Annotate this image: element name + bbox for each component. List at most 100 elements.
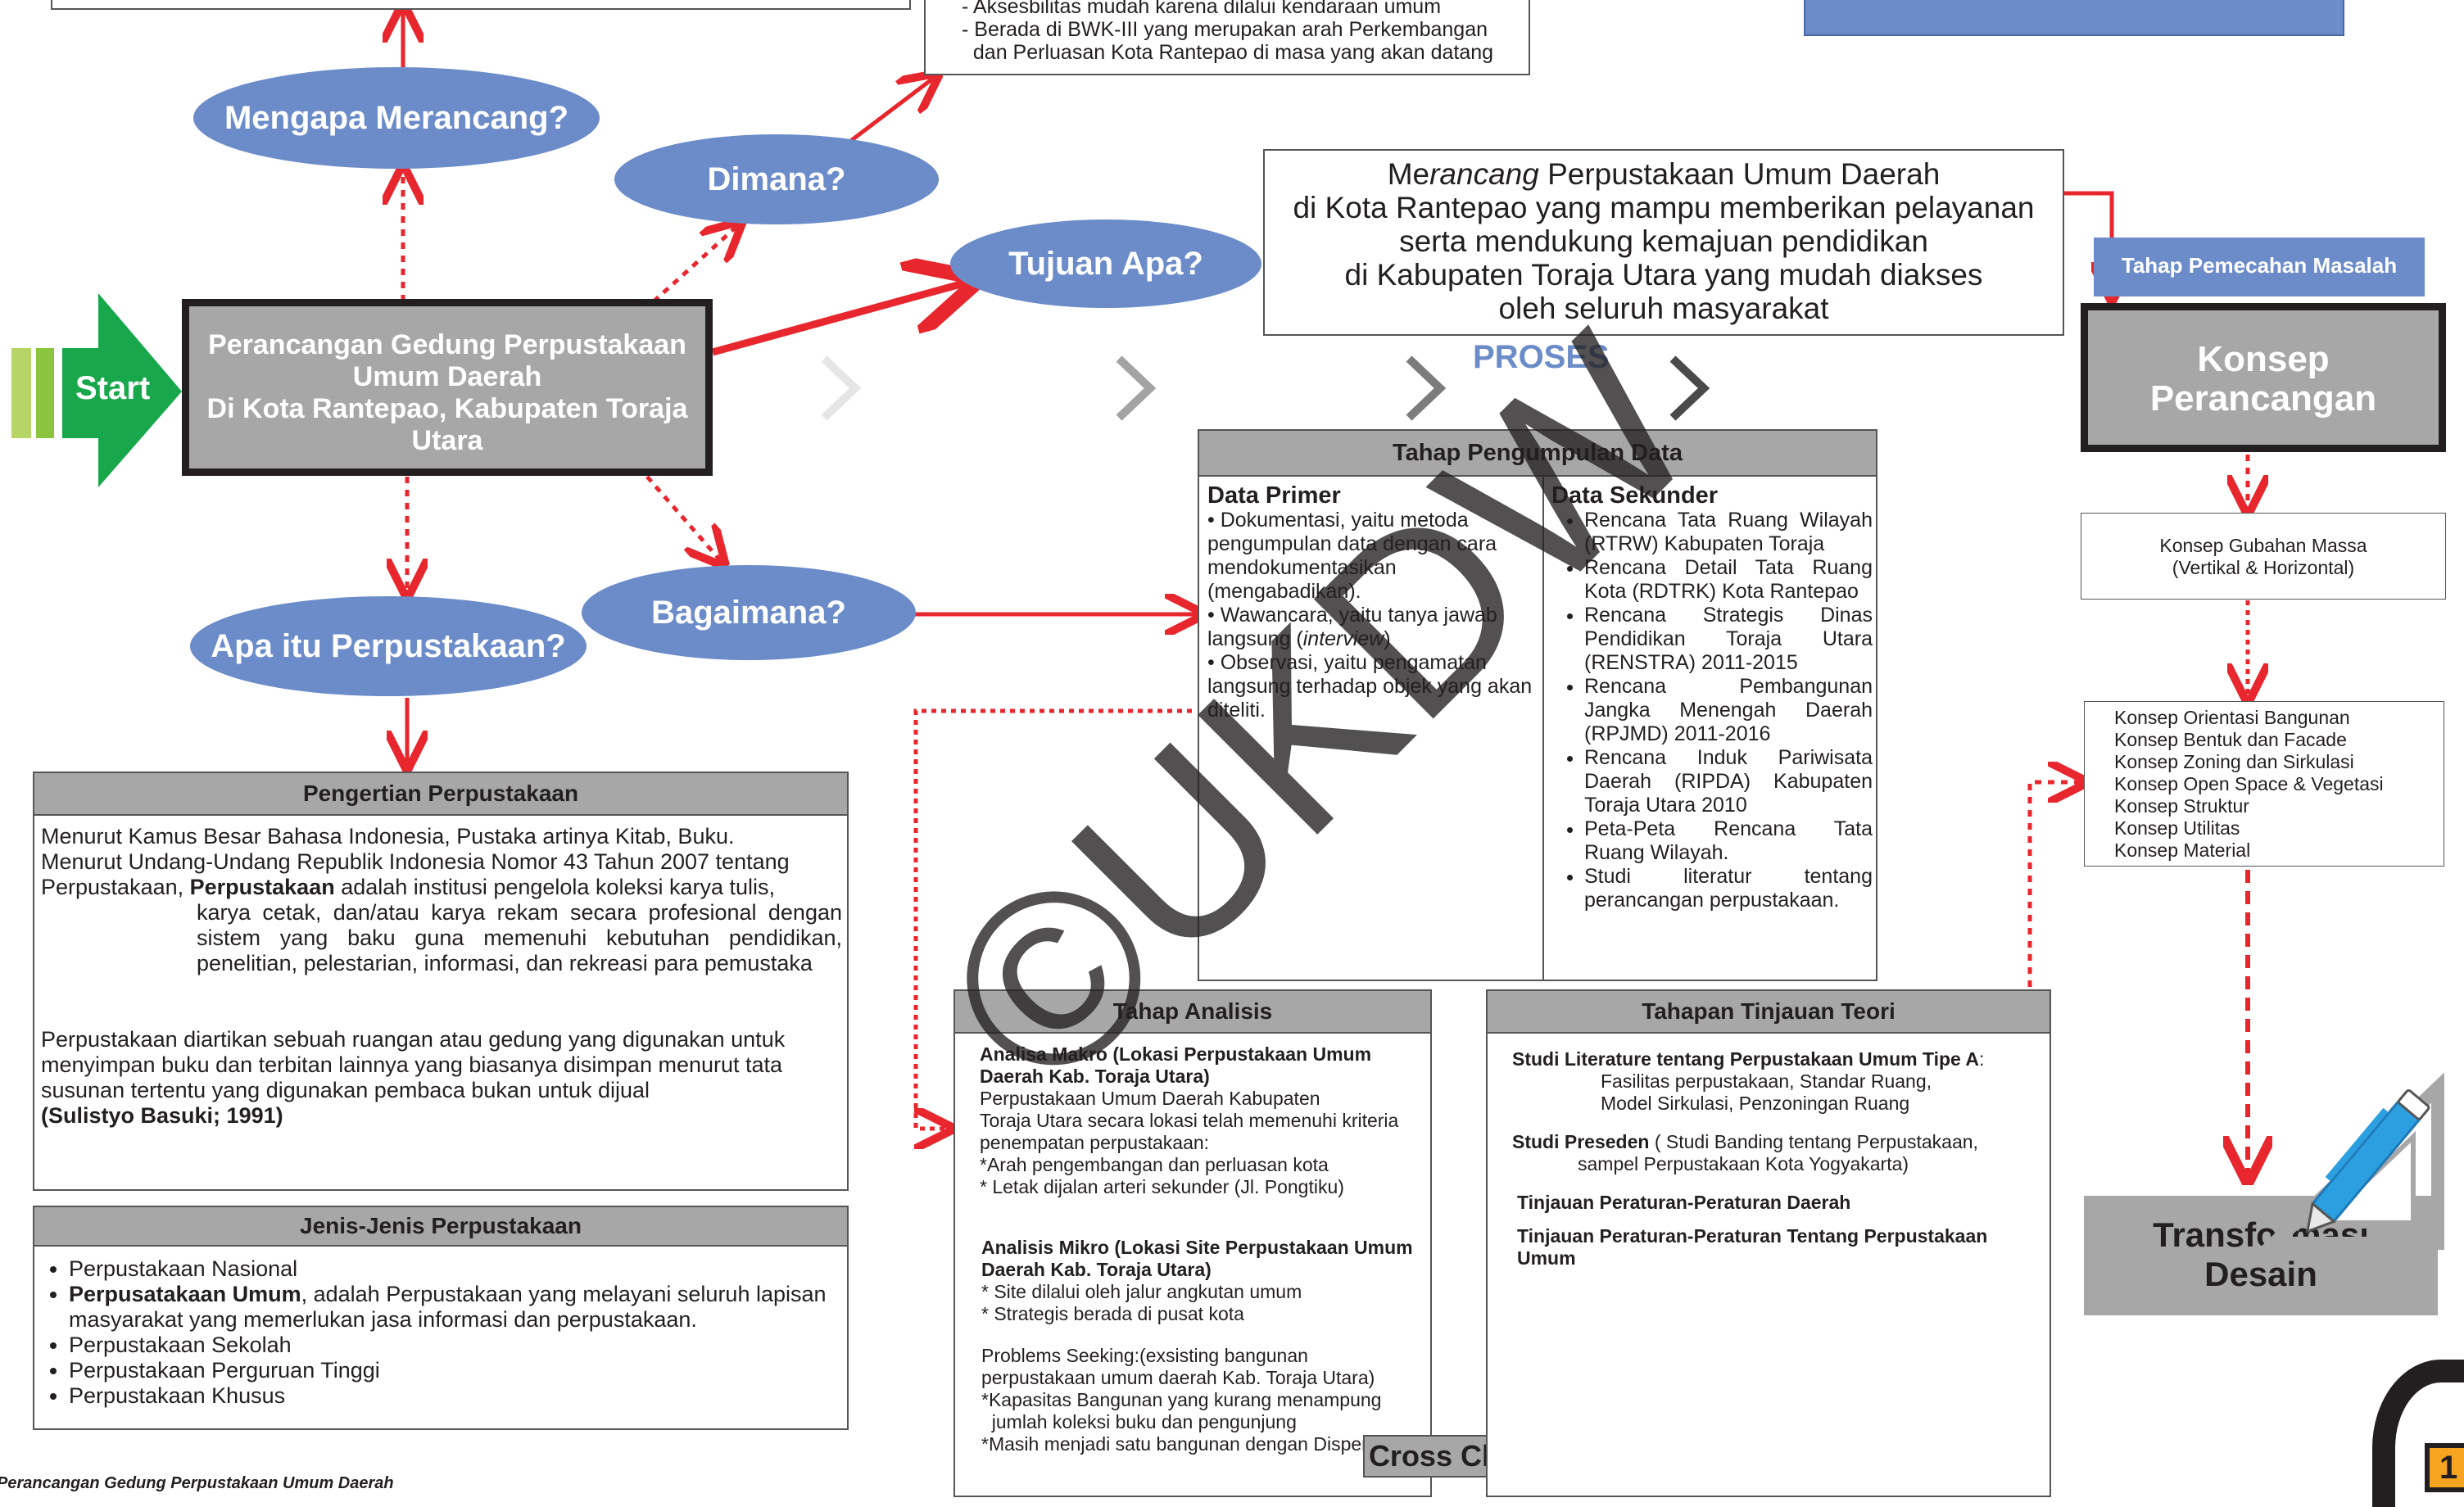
mengapa-ellipse[interactable]: Mengapa Merancang?: [193, 67, 600, 169]
pengertian-p6: (Sulistyo Basuki; 1991): [41, 1103, 283, 1128]
analisis-mikro: Analisis Mikro (Lokasi Site Perpustakaan…: [981, 1237, 1434, 1325]
konsep-list-item: Konsep Open Space & Vegetasi: [2114, 773, 2384, 794]
teori-s2: Studi Preseden ( Studi Banding tentang P…: [1512, 1131, 2045, 1153]
arrow-analisis-feedback: [913, 708, 1192, 1129]
jenis-item-2-bold: Perpusatakaan Umum: [69, 1282, 301, 1306]
data-sekunder-item: Studi literatur tentang perancangan perp…: [1584, 865, 1873, 912]
main-title-line4: Utara: [411, 425, 483, 456]
jenis-title: Jenis-Jenis Perpustakaan: [34, 1207, 847, 1247]
analisis-body: Analisa Makro (Lokasi Perpustakaan Umum …: [980, 1043, 1432, 1198]
jenis-box: Jenis-Jenis Perpustakaan Perpustakaan Na…: [33, 1206, 849, 1430]
tujuan-line2: di Kota Rantepao yang mampu memberikan p…: [1293, 191, 2035, 224]
jenis-list: Perpustakaan Nasional Perpusatakaan Umum…: [34, 1256, 847, 1409]
chevron-3: [1406, 355, 1447, 421]
data-primer-item-3: • Observasi, yaitu pengamatan langsung t…: [1207, 651, 1533, 722]
teori-s1-line: Model Sirkulasi, Penzoningan Ruang: [1601, 1093, 1910, 1114]
konsep-list-item: Konsep Bentuk dan Facade: [2114, 729, 2347, 750]
dimana-detail-3: dan Perluasan Kota Rantepao di masa yang…: [962, 41, 1494, 64]
teori-s1-title: Studi Literature tentang Perpustakaan Um…: [1512, 1048, 1979, 1070]
main-title-line2: Umum Daerah: [352, 361, 542, 392]
konsep-perancangan-box[interactable]: Konsep Perancangan: [2081, 303, 2446, 452]
konsep-list-item: Konsep Orientasi Bangunan: [2114, 707, 2350, 728]
pengertian-p3c: adalah institusi pengelola koleksi karya…: [334, 875, 776, 899]
data-sekunder-title: Data Sekunder: [1551, 482, 1719, 509]
tujuan-line5: oleh seluruh masyarakat: [1498, 292, 1829, 325]
arrow-main-to-dimana: [652, 226, 737, 303]
jenis-item: Perpustakaan Khusus: [69, 1383, 847, 1409]
data-sekunder-item: Rencana Detail Tata Ruang Kota (RDTRK) K…: [1584, 556, 1873, 604]
analisis-mikro-line: * Site dilalui oleh jalur angkutan umum: [981, 1281, 1302, 1302]
pengertian-p3a: Perpustakaan,: [41, 875, 190, 899]
proses-label: PROSES: [1473, 339, 1610, 375]
dimana-detail-2: - Berada di BWK-III yang merupakan arah …: [962, 18, 1488, 41]
gubahan-line2: (Vertikal & Horizontal): [2172, 557, 2355, 578]
konsep-list-item: Konsep Struktur: [2114, 795, 2249, 817]
teori-s3: Tinjauan Peraturan-Peraturan Daerah: [1517, 1192, 1851, 1213]
start-bar-mid: [36, 348, 54, 438]
data-sekunder-item: Rencana Tata Ruang Wilayah (RTRW) Kabupa…: [1584, 509, 1873, 556]
jenis-item: Perpustakaan Sekolah: [69, 1333, 847, 1358]
teori-body: Studi Literature tentang Perpustakaan Um…: [1512, 1048, 2045, 1269]
data-primer-item-1: • Dokumentasi, yaitu metoda pengumpulan …: [1207, 509, 1497, 603]
tujuan-box: Merancang Perpustakaan Umum Daerah di Ko…: [1263, 149, 2064, 336]
analisis-mikro-title: Analisis Mikro (Lokasi Site Perpustakaan…: [981, 1237, 1413, 1280]
analisis-makro-title: Analisa Makro (Lokasi Perpustakaan Umum …: [980, 1043, 1372, 1087]
data-primer-col: Data Primer • Dokumentasi, yaitu metoda …: [1207, 483, 1539, 722]
data-sekunder-item: Rencana Strategis Dinas Pendidikan Toraj…: [1584, 604, 1873, 675]
dimana-ellipse[interactable]: Dimana?: [614, 134, 939, 224]
pengertian-p3b: Perpustakaan: [189, 875, 335, 899]
teori-s1: Studi Literature tentang Perpustakaan Um…: [1512, 1048, 2045, 1070]
arrow-main-to-tujuan: [711, 283, 967, 356]
analisis-makro-line: * Letak dijalan arteri sekunder (Jl. Pon…: [980, 1176, 1344, 1197]
tujuan-line1-c: Perpustakaan Umum Daerah: [1538, 157, 1941, 191]
tujuan-line1: Merancang Perpustakaan Umum Daerah: [1265, 157, 2063, 191]
data-sekunder-item: Peta-Peta Rencana Tata Ruang Wilayah.: [1584, 817, 1873, 865]
konsep-list-box: Konsep Orientasi Bangunan Konsep Bentuk …: [2084, 701, 2444, 867]
analisis-problems-line: Problems Seeking:(exsisting bangunan: [981, 1345, 1308, 1366]
top-left-box: [51, 0, 911, 10]
teori-s4: Tinjauan Peraturan-Peraturan Tentang Per…: [1517, 1225, 1988, 1269]
pengertian-body: Menurut Kamus Besar Bahasa Indonesia, Pu…: [41, 824, 842, 1129]
main-title-line1: Perancangan Gedung Perpustakaan: [208, 329, 686, 360]
tujuan-line4: di Kabupaten Toraja Utara yang mudah dia…: [1344, 258, 1983, 292]
tujuan-ellipse[interactable]: Tujuan Apa?: [950, 219, 1261, 308]
analisis-problems-line: *Kapasitas Bangunan yang kurang menampun…: [981, 1389, 1382, 1410]
arrow-dimana-to-top: [840, 78, 934, 149]
jenis-item: Perpustakaan Perguruan Tinggi: [69, 1358, 847, 1383]
main-title-box[interactable]: Perancangan Gedung Perpustakaan Umum Dae…: [182, 299, 713, 476]
analisis-makro-line: penempatan perpustakaan:: [980, 1132, 1210, 1153]
jenis-item-2-text: , adalah Perpustakaan yang melayani selu…: [69, 1282, 827, 1332]
start-bar-light: [11, 348, 31, 438]
page-number: 1: [2439, 1450, 2458, 1486]
transformasi-line2: Desain: [2204, 1255, 2317, 1293]
pengertian-p4: karya cetak, dan/atau karya rekam secara…: [197, 900, 842, 975]
pengertian-p2: Menurut Undang-Undang Republik Indonesia…: [41, 849, 790, 874]
analisis-makro-line: *Arah pengembangan dan perluasan kota: [980, 1154, 1329, 1175]
analisis-problems-line: perpustakaan umum daerah Kab. Toraja Uta…: [981, 1367, 1375, 1388]
apa-ellipse[interactable]: Apa itu Perpustakaan?: [190, 596, 587, 696]
arrow-main-to-bagaimana: [645, 475, 721, 561]
bagaimana-ellipse[interactable]: Bagaimana?: [582, 565, 916, 660]
start-label[interactable]: Start: [75, 370, 151, 406]
analisis-makro-line: Perpustakaan Umum Daerah Kabupaten: [980, 1088, 1320, 1109]
konsep-list-item: Konsep Zoning dan Sirkulasi: [2114, 751, 2354, 772]
data-primer-item-2: • Wawancara, yaitu tanya jawab langsung …: [1207, 604, 1497, 650]
data-primer-item-2-text: • Wawancara, yaitu tanya jawab langsung …: [1207, 604, 1497, 650]
data-sekunder-item: Rencana Pembangunan Jangka Menengah Daer…: [1584, 675, 1873, 746]
pengertian-p3: Perpustakaan, Perpustakaan adalah instit…: [41, 875, 842, 900]
data-sekunder-list: Rencana Tata Ruang Wilayah (RTRW) Kabupa…: [1551, 509, 1873, 912]
dimana-detail-1: - Aksesbilitas mudah karena dilalui kend…: [962, 0, 1442, 18]
pengertian-p5: Perpustakaan diartikan sebuah ruangan at…: [41, 1027, 786, 1102]
analisis-box: Tahap Analisis Analisa Makro (Lokasi Per…: [953, 989, 1432, 1497]
chevron-2: [1116, 355, 1157, 421]
tujuan-line1-a: Me: [1387, 157, 1430, 191]
data-primer-interview: interview: [1302, 627, 1384, 650]
data-primer-title: Data Primer: [1207, 482, 1341, 509]
teori-s2-line: sampel Perpustakaan Kota Yogyakarta): [1578, 1153, 1909, 1174]
gubahan-line1: Konsep Gubahan Massa: [2159, 535, 2367, 556]
analisis-title: Tahap Analisis: [955, 991, 1430, 1034]
analisis-makro-line: Toraja Utara secara lokasi telah memenuh…: [980, 1110, 1399, 1131]
data-sekunder-item: Rencana Induk Pariwisata Daerah (RIPDA) …: [1584, 746, 1873, 817]
top-right-blue-box: [1804, 0, 2344, 36]
arrow-teori-to-konseplist: [2027, 782, 2081, 987]
